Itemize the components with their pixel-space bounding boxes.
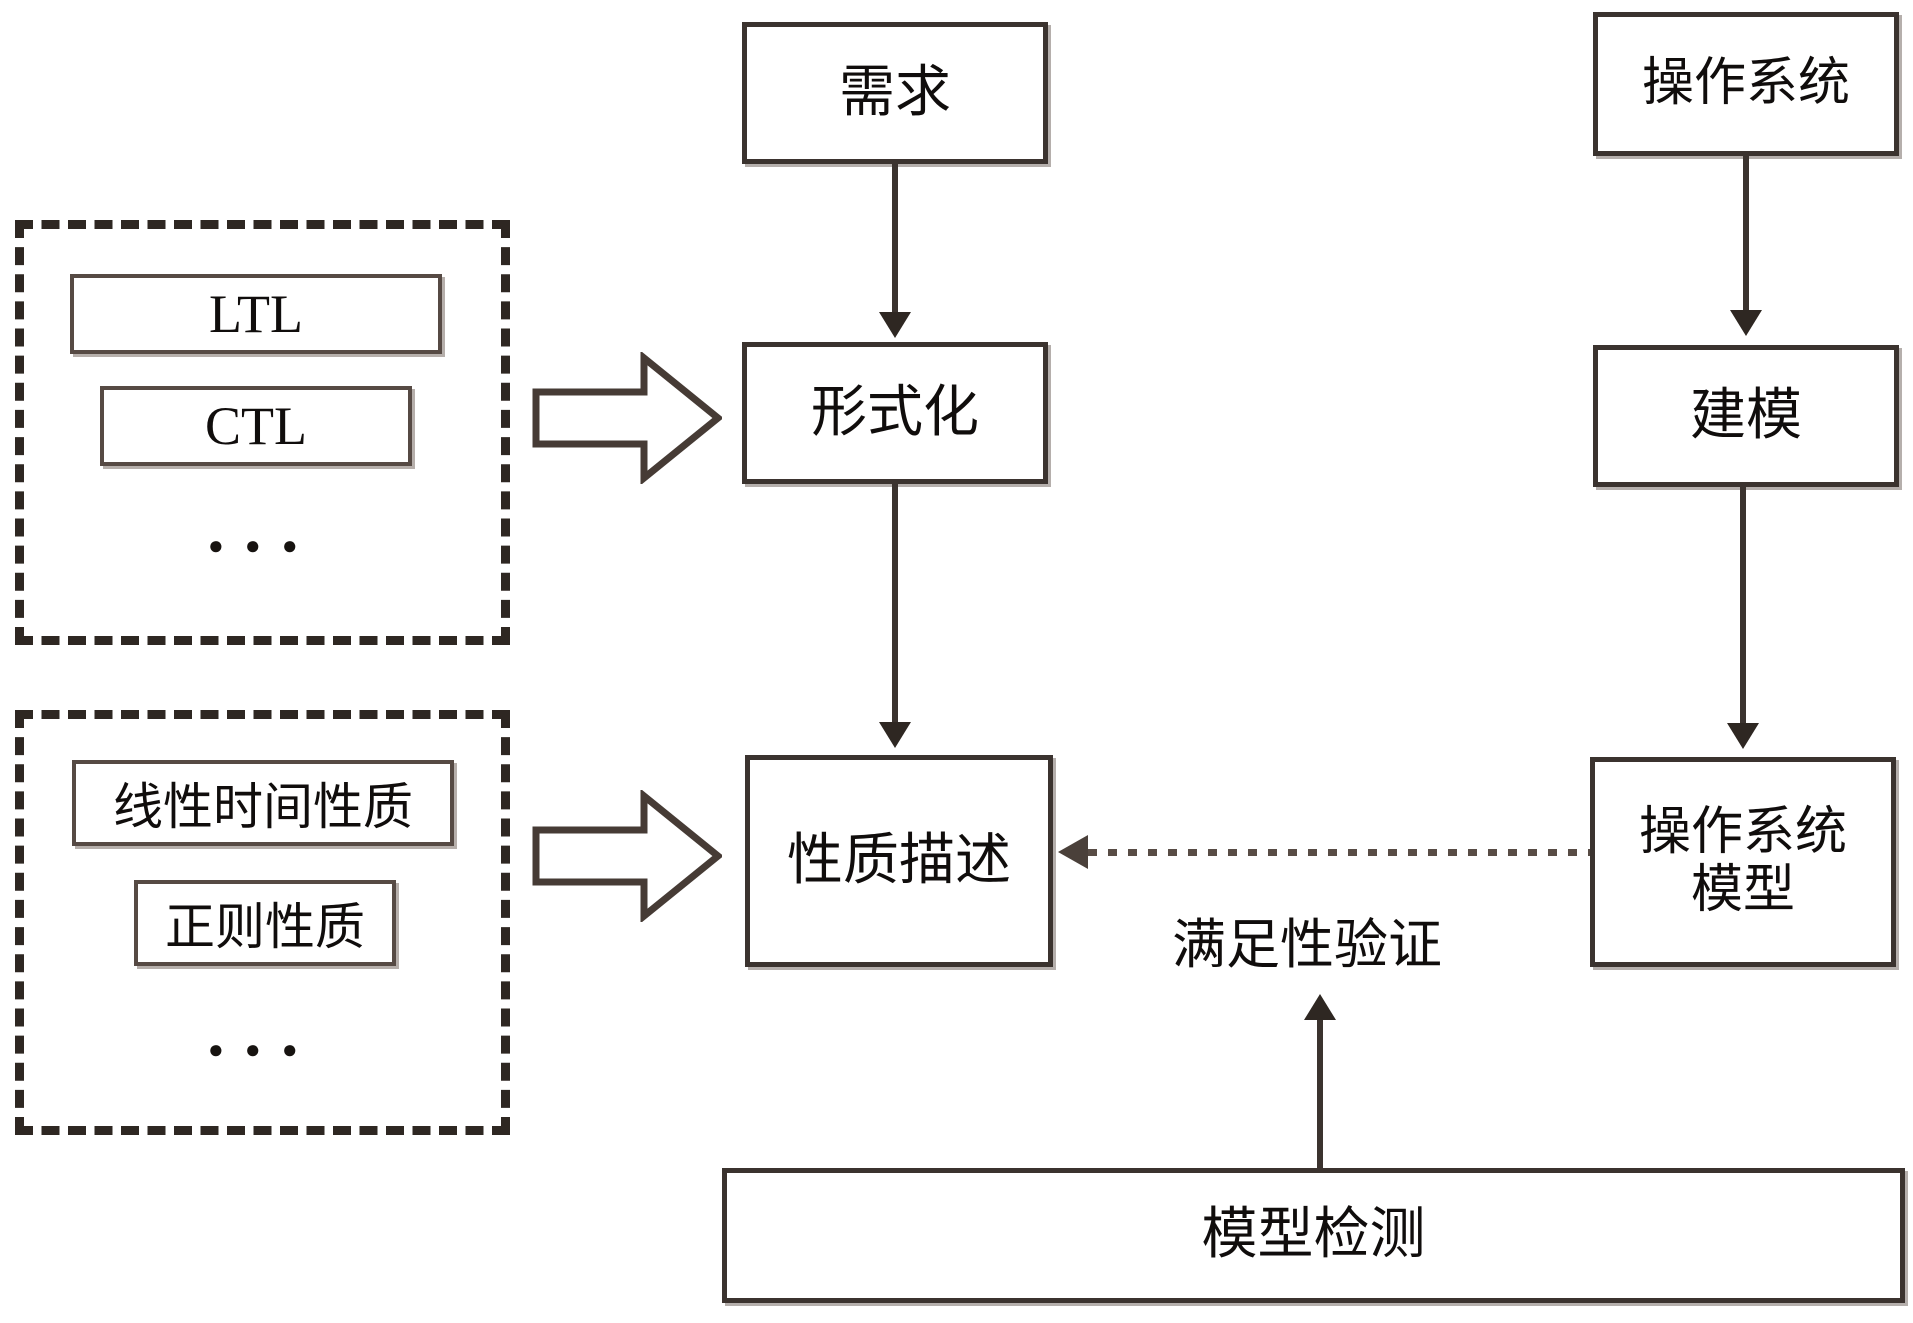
chip-linear-time-property-label: 线性时间性质 bbox=[113, 779, 413, 835]
edge-os-to-modeling bbox=[1743, 156, 1749, 314]
node-property-description[interactable]: 性质描述 bbox=[745, 755, 1053, 967]
ellipsis-icon-property: ● ● ● bbox=[208, 1034, 305, 1064]
chip-linear-time-property[interactable]: 线性时间性质 bbox=[72, 760, 454, 846]
arrow-down-icon-formalization bbox=[879, 312, 911, 338]
property-kinds-group bbox=[15, 710, 510, 1135]
node-requirement[interactable]: 需求 bbox=[742, 22, 1048, 164]
node-os-model-line1: 操作系统 bbox=[1638, 803, 1847, 861]
arrow-down-icon-modeling bbox=[1730, 310, 1762, 336]
temporal-logic-group bbox=[15, 220, 510, 645]
chip-ltl-label: LTL bbox=[209, 284, 303, 344]
node-model-checking-label: 模型检测 bbox=[1201, 1204, 1426, 1267]
dotted-arrow-left-icon bbox=[1058, 835, 1088, 869]
edge-os-model-to-property-dotted bbox=[1088, 849, 1590, 856]
arrow-up-icon-verification bbox=[1304, 994, 1336, 1020]
node-os-model-line2: 模型 bbox=[1690, 862, 1795, 919]
chip-regular-property-label: 正则性质 bbox=[165, 899, 365, 955]
node-modeling[interactable]: 建模 bbox=[1593, 345, 1899, 487]
node-formalization-label: 形式化 bbox=[811, 381, 979, 444]
chip-ltl[interactable]: LTL bbox=[70, 274, 442, 354]
edge-modeling-to-os-model bbox=[1740, 487, 1746, 727]
node-os-model-label: 操作系统 模型 bbox=[1633, 804, 1853, 920]
node-modeling-label: 建模 bbox=[1690, 384, 1802, 447]
edge-requirement-to-formalization bbox=[892, 164, 898, 316]
node-requirement-label: 需求 bbox=[839, 61, 951, 124]
edge-formalization-to-property bbox=[892, 484, 898, 726]
node-formalization[interactable]: 形式化 bbox=[742, 342, 1048, 484]
chip-ctl[interactable]: CTL bbox=[100, 386, 412, 466]
chip-regular-property[interactable]: 正则性质 bbox=[134, 880, 396, 966]
node-operating-system[interactable]: 操作系统 bbox=[1593, 12, 1899, 156]
chip-ctl-label: CTL bbox=[205, 396, 307, 456]
node-property-description-label: 性质描述 bbox=[787, 829, 1011, 892]
node-os-model[interactable]: 操作系统 模型 bbox=[1590, 757, 1896, 967]
ellipsis-icon-logic: ● ● ● bbox=[208, 530, 305, 560]
block-arrow-right-icon-property bbox=[532, 790, 722, 922]
edge-label-satisfaction-verification: 满足性验证 bbox=[1172, 915, 1442, 975]
node-operating-system-label: 操作系统 bbox=[1641, 54, 1850, 112]
arrow-down-icon-property bbox=[879, 722, 911, 748]
node-model-checking[interactable]: 模型检测 bbox=[722, 1168, 1905, 1303]
block-arrow-right-icon-logic bbox=[532, 352, 722, 484]
arrow-down-icon-os-model bbox=[1727, 723, 1759, 749]
edge-model-checking-to-verification bbox=[1317, 1020, 1323, 1170]
